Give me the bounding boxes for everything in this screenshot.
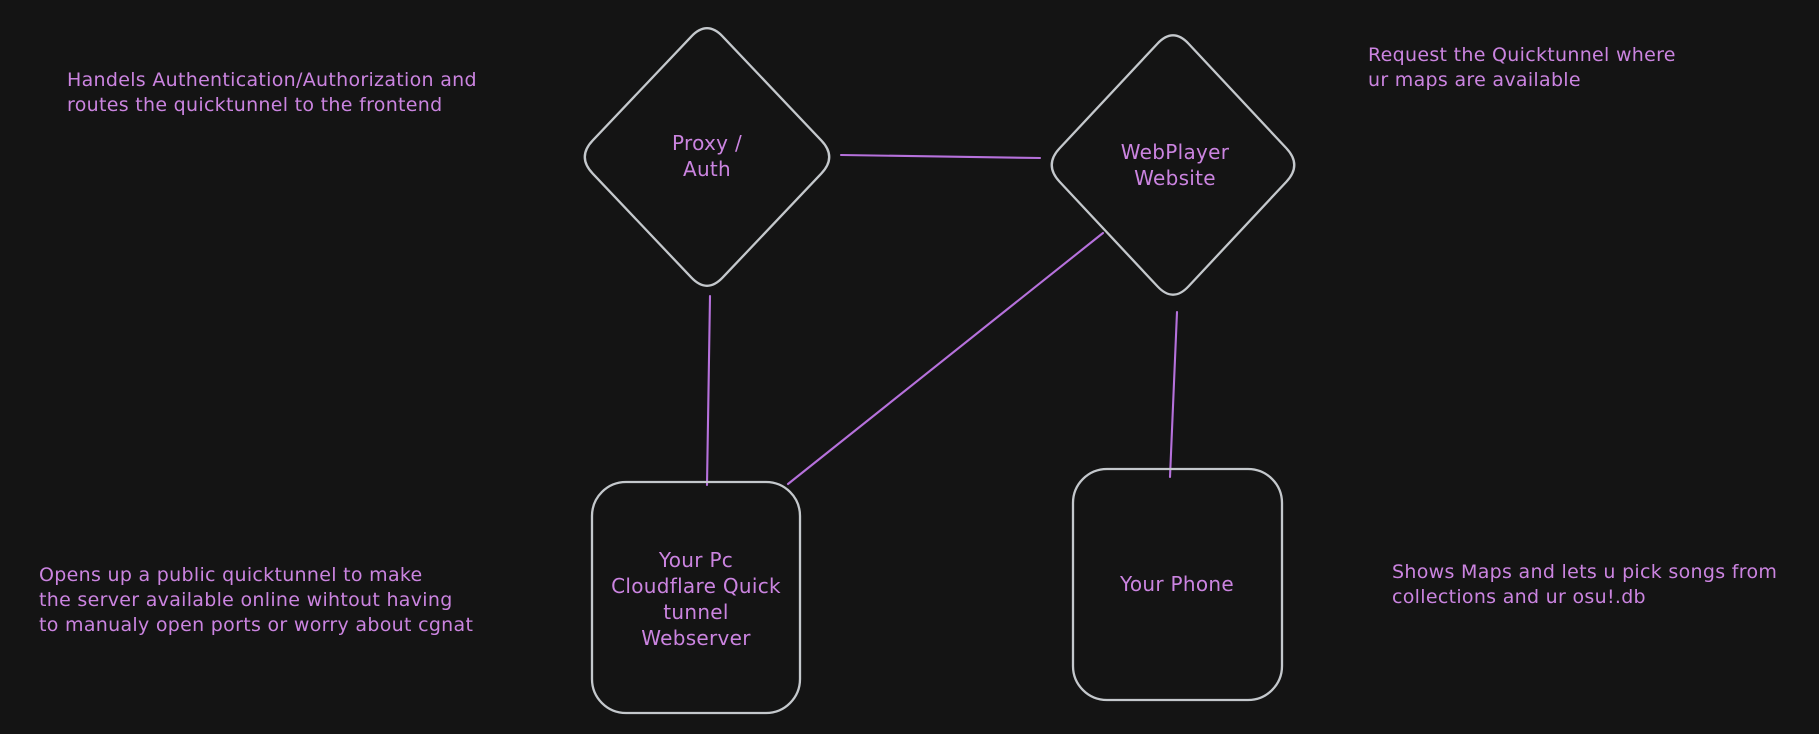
edge-webplayer-to-pc-webserver[interactable]	[786, 231, 1105, 486]
proxy-auth-node-shape[interactable]	[583, 27, 831, 287]
webplayer-node-shape[interactable]	[1050, 34, 1296, 296]
pc-webserver-node-label: Your Pc Cloudflare Quick tunnel Webserve…	[611, 548, 781, 650]
note-top-right[interactable]: Request the Quicktunnel where ur maps ar…	[1368, 44, 1676, 91]
edge-proxy-auth-to-webplayer[interactable]	[839, 153, 1042, 160]
proxy-auth-node-label: Proxy / Auth	[672, 131, 742, 181]
note-top-left[interactable]: Handels Authentication/Authorization and…	[67, 69, 477, 116]
webplayer-node-label: WebPlayer Website	[1120, 140, 1230, 190]
note-bottom-right[interactable]: Shows Maps and lets u pick songs from co…	[1392, 561, 1778, 608]
phone-node-label: Your Phone	[1119, 572, 1235, 596]
edge-webplayer-to-phone[interactable]	[1168, 310, 1179, 479]
note-bottom-left[interactable]: Opens up a public quicktunnel to make th…	[39, 564, 474, 636]
pc-webserver-node-shape[interactable]	[590, 480, 802, 715]
phone-node-shape[interactable]	[1071, 467, 1284, 702]
edge-proxy-auth-to-pc-webserver[interactable]	[705, 294, 712, 487]
